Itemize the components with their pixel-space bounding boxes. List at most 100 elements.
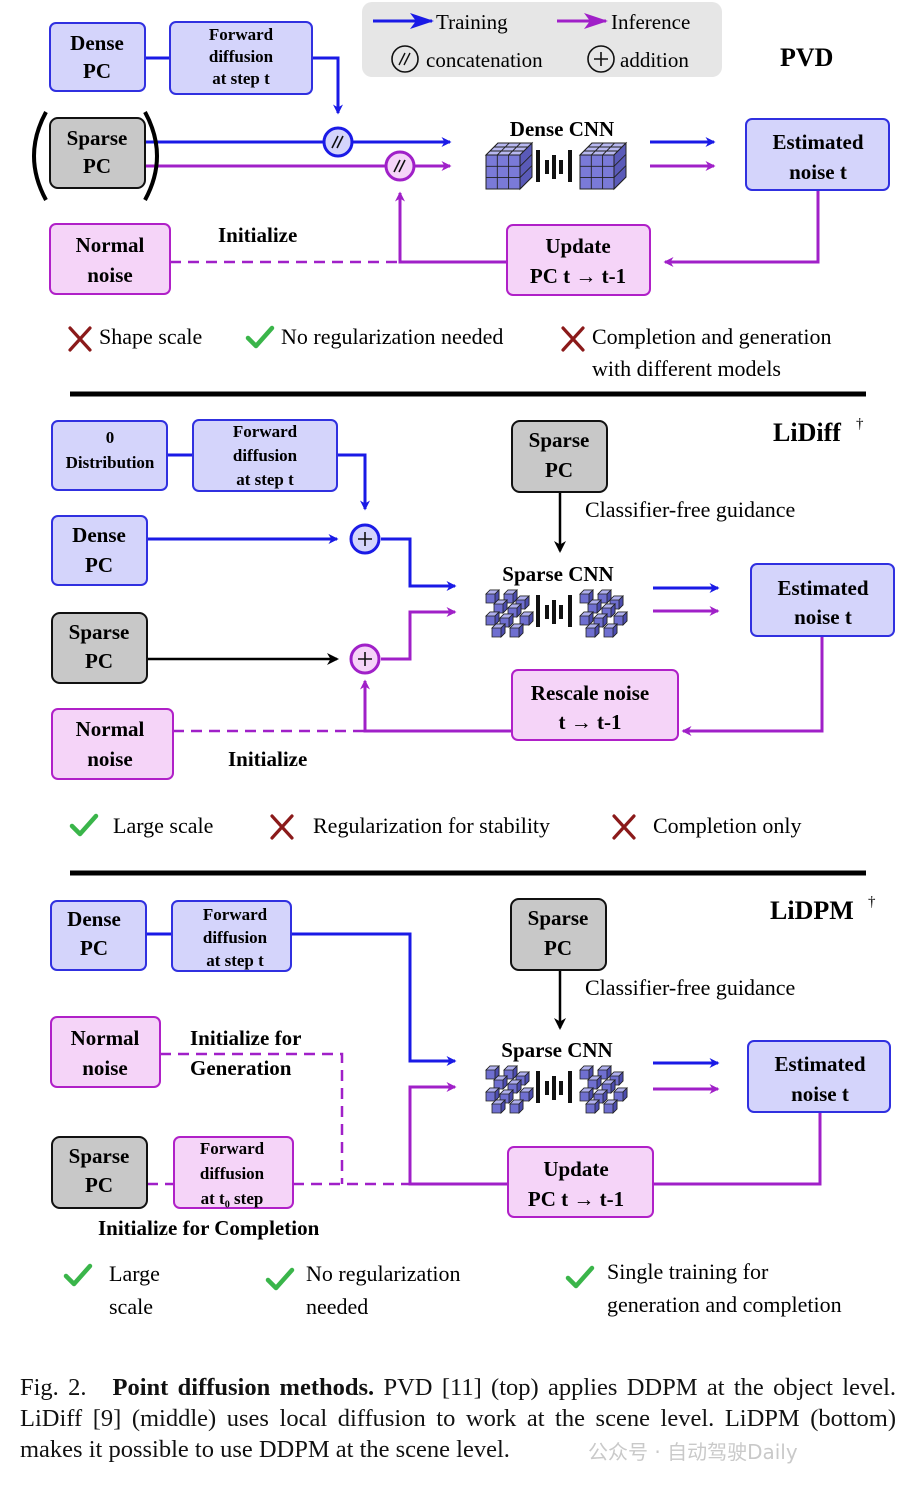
pvd-forward-diffusion-box: Forward diffusion at step t bbox=[169, 21, 313, 95]
diagram-canvas: Training Inference concatenation additio… bbox=[32, 2, 895, 1319]
svg-text:PC: PC bbox=[85, 1173, 113, 1197]
caption-title: Point diffusion methods. bbox=[112, 1374, 375, 1401]
lidpm-panel: LiDPM † Dense PC Forward diffusion at st… bbox=[50, 894, 891, 1319]
svg-text:Dense: Dense bbox=[70, 31, 124, 55]
legend-training-label: Training bbox=[436, 10, 508, 34]
lidpm-dense-pc-box: Dense PC bbox=[50, 900, 147, 971]
lidiff-rescale-noise-box: Rescale noise t → t-1 bbox=[511, 669, 679, 741]
svg-text:Dense: Dense bbox=[67, 907, 121, 931]
pvd-estimated-noise-box: Estimated noise t bbox=[745, 118, 890, 191]
caption-text: PVD [11] (top) applies DDPM at the objec… bbox=[20, 1374, 897, 1463]
svg-text:PC: PC bbox=[83, 154, 111, 178]
lidiff-con-2: Completion only bbox=[653, 813, 802, 838]
lidpm-normal-noise-box: Normal noise bbox=[50, 1016, 161, 1088]
svg-text:at step t: at step t bbox=[236, 470, 294, 489]
svg-text:PC t → t-1: PC t → t-1 bbox=[528, 1187, 624, 1211]
pvd-dense-cnn-icon bbox=[485, 142, 627, 190]
watermark: 公众号 · 自动驾驶Daily bbox=[588, 1440, 798, 1464]
lidiff-pro-1: Large scale bbox=[113, 813, 213, 838]
lidpm-pro-2-line2: needed bbox=[306, 1294, 368, 1319]
svg-text:noise t: noise t bbox=[791, 1082, 849, 1106]
lidiff-normal-noise-box: Normal noise bbox=[51, 708, 174, 780]
svg-text:Dense: Dense bbox=[72, 523, 126, 547]
legend-inference-label: Inference bbox=[611, 10, 690, 34]
lidiff-con-1: Regularization for stability bbox=[313, 813, 550, 838]
lidpm-dagger: † bbox=[868, 894, 876, 910]
svg-text:PC: PC bbox=[85, 649, 113, 673]
svg-text:PC: PC bbox=[545, 458, 573, 482]
lidpm-forward-diffusion-box: Forward diffusion at step t bbox=[171, 900, 292, 972]
lidiff-sparse-cnn-icon bbox=[486, 590, 627, 637]
legend: Training Inference concatenation additio… bbox=[362, 2, 722, 77]
svg-text:Normal: Normal bbox=[76, 233, 145, 257]
svg-text:at t₀ step: at t₀ step bbox=[201, 1189, 264, 1208]
lidpm-init-generation-label: Initialize for bbox=[190, 1026, 301, 1050]
concat-node-training bbox=[322, 126, 354, 158]
lidpm-forward-diffusion-t0-box: Forward diffusion at t₀ step bbox=[173, 1136, 294, 1209]
pvd-dense-pc-box: Dense PC bbox=[49, 22, 146, 92]
svg-text:Sparse: Sparse bbox=[528, 906, 589, 930]
lidpm-sparse-pc-condition-box: Sparse PC bbox=[510, 898, 607, 971]
caption-fig-number: Fig. 2. bbox=[20, 1374, 87, 1401]
figure-caption: Fig. 2. Point diffusion methods. PVD [11]… bbox=[20, 1372, 896, 1465]
lidiff-title: LiDiff bbox=[773, 418, 841, 447]
legend-addition-label: addition bbox=[620, 48, 689, 72]
svg-text:noise: noise bbox=[82, 1056, 128, 1080]
svg-text:Forward: Forward bbox=[203, 905, 268, 924]
svg-text:Update: Update bbox=[545, 234, 610, 258]
concatenation-icon bbox=[391, 45, 419, 73]
svg-text:at step t: at step t bbox=[212, 69, 270, 88]
pvd-initialize-label: Initialize bbox=[218, 223, 297, 247]
lidpm-pro-3: Single training for bbox=[607, 1259, 769, 1284]
svg-text:at step t: at step t bbox=[206, 951, 264, 970]
pvd-title: PVD bbox=[780, 43, 833, 72]
svg-text:PC: PC bbox=[83, 59, 111, 83]
svg-text:t → t-1: t → t-1 bbox=[559, 710, 622, 734]
pvd-sparse-pc-box: Sparse PC bbox=[49, 117, 146, 189]
lidpm-sparse-pc-input-box: Sparse PC bbox=[51, 1136, 148, 1209]
legend-concatenation-label: concatenation bbox=[426, 48, 543, 72]
lidiff-panel: LiDiff † 0 Distribution Forward diffusio… bbox=[51, 416, 895, 840]
svg-text:PC: PC bbox=[544, 936, 572, 960]
svg-text:diffusion: diffusion bbox=[200, 1164, 265, 1183]
svg-text:Estimated: Estimated bbox=[778, 576, 869, 600]
svg-text:Forward: Forward bbox=[233, 422, 298, 441]
pvd-normal-noise-box: Normal noise bbox=[49, 223, 171, 295]
lidiff-forward-diffusion-box: Forward diffusion at step t bbox=[192, 419, 338, 492]
lidpm-guidance-label: Classifier-free guidance bbox=[585, 975, 795, 1000]
svg-text:PC: PC bbox=[85, 553, 113, 577]
lidiff-estimated-noise-box: Estimated noise t bbox=[750, 563, 895, 637]
lidiff-sparse-pc-input-box: Sparse PC bbox=[51, 612, 148, 684]
lidpm-init-generation-label-2: Generation bbox=[190, 1056, 292, 1080]
lidiff-initialize-label: Initialize bbox=[228, 747, 307, 771]
lidiff-zero-distribution-box: 0 Distribution bbox=[51, 420, 168, 491]
svg-text:Forward: Forward bbox=[200, 1139, 265, 1158]
svg-text:noise: noise bbox=[87, 747, 133, 771]
svg-text:Sparse: Sparse bbox=[69, 620, 130, 644]
svg-text:noise: noise bbox=[87, 263, 133, 287]
pvd-network-label: Dense CNN bbox=[510, 117, 614, 141]
svg-text:Distribution: Distribution bbox=[66, 453, 155, 472]
svg-text:Forward: Forward bbox=[209, 25, 274, 44]
pvd-update-box: Update PC t → t-1 bbox=[506, 224, 651, 296]
lidiff-network-label: Sparse CNN bbox=[502, 562, 613, 586]
lidpm-update-box: Update PC t → t-1 bbox=[507, 1146, 654, 1218]
lidpm-network-label: Sparse CNN bbox=[501, 1038, 612, 1062]
lidpm-pro-1: Large bbox=[109, 1261, 160, 1286]
pvd-con-2: Completion and generation bbox=[592, 324, 832, 349]
svg-text:diffusion: diffusion bbox=[209, 47, 274, 66]
svg-text:Normal: Normal bbox=[76, 717, 145, 741]
lidpm-pro-1-line2: scale bbox=[109, 1294, 153, 1319]
lidiff-guidance-label: Classifier-free guidance bbox=[585, 497, 795, 522]
lidpm-init-completion-label: Initialize for Completion bbox=[98, 1216, 320, 1240]
svg-text:diffusion: diffusion bbox=[203, 928, 268, 947]
lidpm-pro-2: No regularization bbox=[306, 1261, 461, 1286]
pvd-pro-1: No regularization needed bbox=[281, 324, 503, 349]
svg-text:Estimated: Estimated bbox=[775, 1052, 866, 1076]
lidpm-estimated-noise-box: Estimated noise t bbox=[747, 1040, 891, 1113]
svg-text:noise t: noise t bbox=[789, 160, 847, 184]
svg-text:Sparse: Sparse bbox=[67, 126, 128, 150]
svg-text:Normal: Normal bbox=[71, 1026, 140, 1050]
svg-text:diffusion: diffusion bbox=[233, 446, 298, 465]
concat-node-inference bbox=[384, 150, 416, 182]
